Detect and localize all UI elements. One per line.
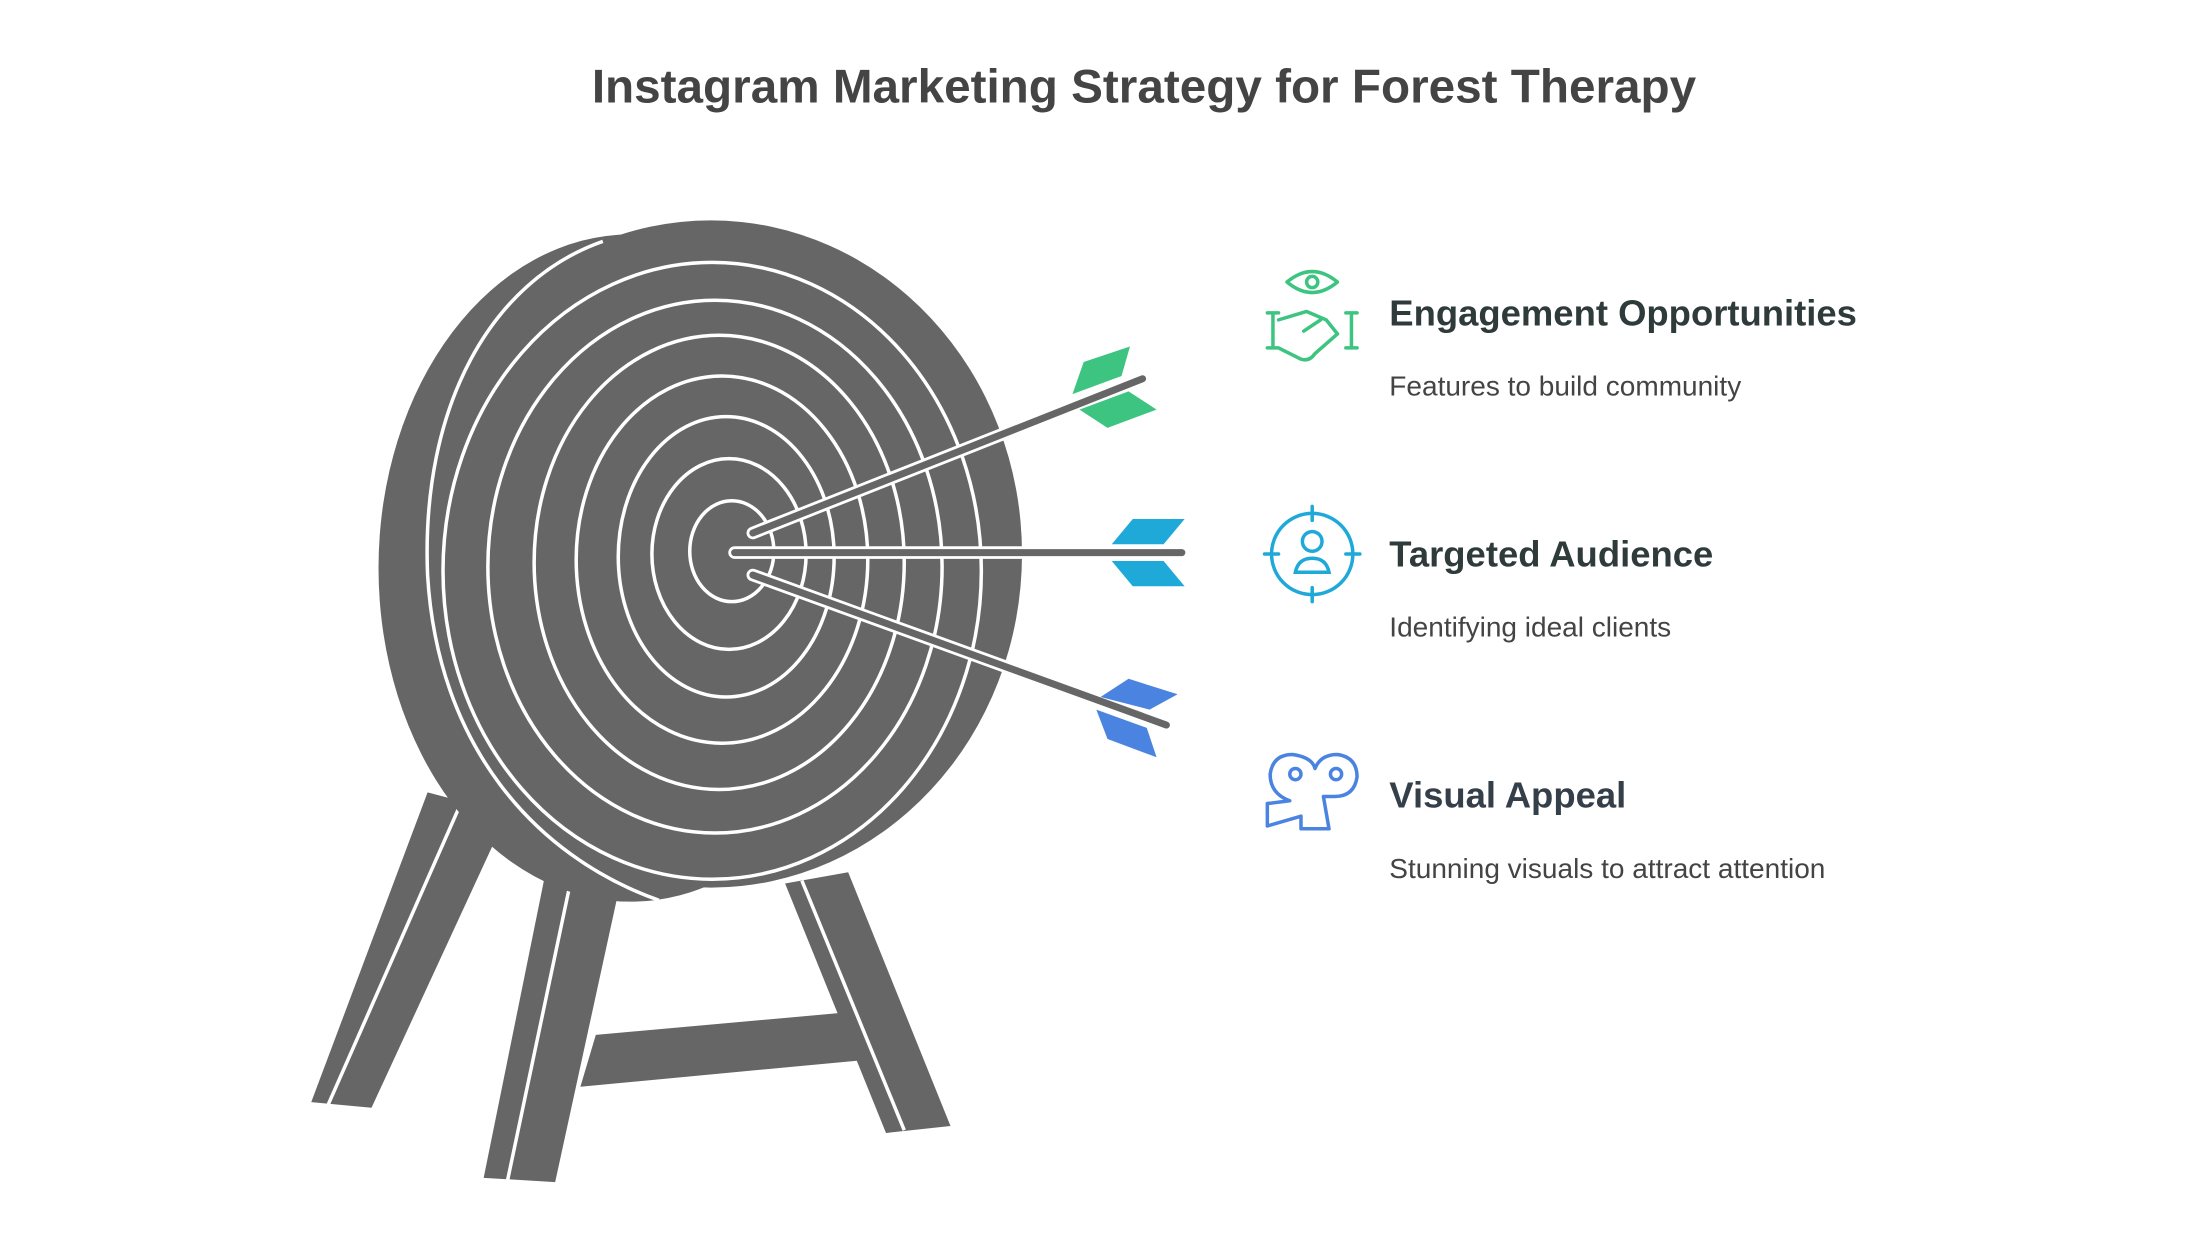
target-crossbar <box>580 1012 864 1087</box>
arrow-green <box>746 346 1157 540</box>
fletching <box>1096 709 1157 758</box>
target-person-icon <box>1262 504 1362 604</box>
item-engagement-opportunities: Engagement Opportunities Features to bui… <box>1265 269 1857 402</box>
fletching <box>1111 518 1185 545</box>
target-leg-right <box>785 872 951 1133</box>
item-heading: Visual Appeal <box>1389 775 1626 816</box>
target-face <box>399 220 1023 888</box>
video-camera-icon <box>1265 752 1359 831</box>
arrow-cyan <box>728 518 1189 587</box>
item-description: Identifying ideal clients <box>1389 612 1671 643</box>
item-description: Features to build community <box>1389 371 1741 402</box>
arrow-blue <box>746 568 1178 758</box>
archery-target-illustration <box>311 220 1023 1183</box>
item-heading: Engagement Opportunities <box>1389 292 1857 333</box>
fletching <box>1100 678 1178 710</box>
target-leg-middle <box>483 866 620 1183</box>
item-description: Stunning visuals to attract attention <box>1389 853 1825 884</box>
item-visual-appeal: Visual Appeal Stunning visuals to attrac… <box>1265 752 1825 884</box>
page-title: Instagram Marketing Strategy for Forest … <box>592 61 1697 114</box>
item-heading: Targeted Audience <box>1389 534 1713 575</box>
fletching <box>1079 391 1157 428</box>
item-targeted-audience: Targeted Audience Identifying ideal clie… <box>1262 504 1713 643</box>
arrows <box>728 346 1189 758</box>
target-leg-left <box>311 792 508 1108</box>
fletching <box>1111 561 1185 587</box>
handshake-eye-icon <box>1265 269 1359 362</box>
fletching <box>1072 346 1130 395</box>
